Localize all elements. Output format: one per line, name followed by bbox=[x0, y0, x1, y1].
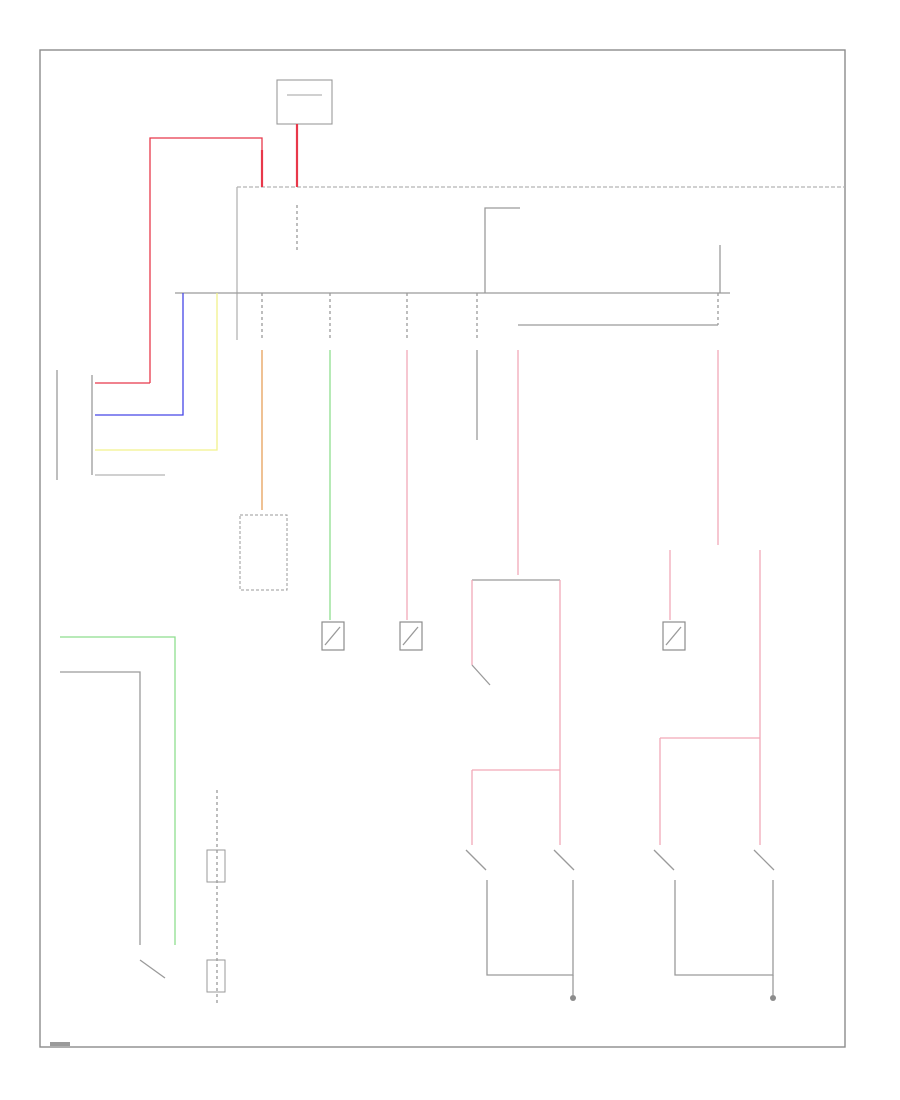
bottom-switch bbox=[139, 959, 166, 979]
wire-yellow bbox=[95, 293, 218, 451]
switch-6 bbox=[553, 849, 575, 871]
diagram-frame bbox=[39, 49, 846, 1048]
ground-return-left bbox=[486, 880, 574, 976]
wire-blue bbox=[95, 293, 184, 416]
lower-connector-2 bbox=[206, 959, 226, 993]
fuse-box bbox=[276, 79, 333, 125]
switch-2-contact bbox=[402, 626, 419, 646]
lamp-sensor bbox=[239, 514, 288, 591]
ground-return-right bbox=[674, 880, 774, 976]
exterior-lights-lead bbox=[484, 207, 520, 225]
switch-5 bbox=[465, 849, 487, 871]
reference-mark bbox=[50, 1042, 70, 1046]
switch-8 bbox=[753, 849, 775, 871]
wire-gray-2 bbox=[60, 671, 141, 945]
switch-3 bbox=[471, 664, 491, 686]
ground-left bbox=[570, 995, 576, 1001]
lower-connector-1 bbox=[206, 849, 226, 883]
switch-1-contact bbox=[324, 626, 341, 646]
wire-green-2 bbox=[60, 636, 176, 945]
switch-4-contact bbox=[665, 626, 682, 646]
ground-right bbox=[770, 995, 776, 1001]
wire-red-main bbox=[149, 137, 263, 383]
switch-7 bbox=[653, 849, 675, 871]
